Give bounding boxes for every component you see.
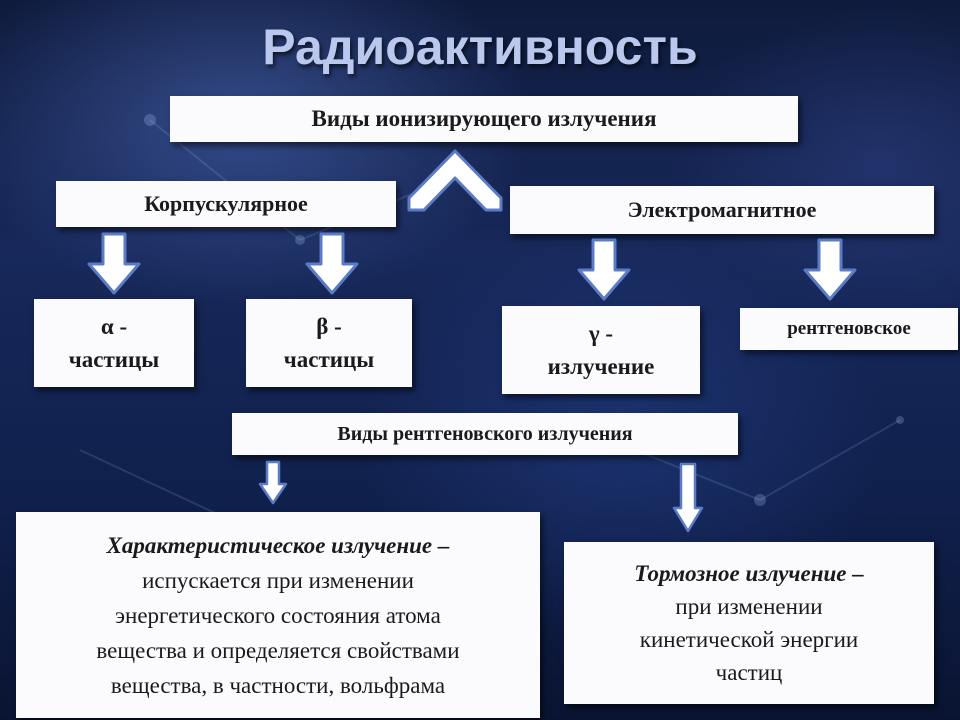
split-arrow-icon bbox=[407, 149, 503, 212]
electromagnetic-box: Электромагнитное bbox=[510, 186, 934, 234]
xray-types-box: Виды рентгеновского излучения bbox=[232, 413, 738, 455]
down-arrow-icon bbox=[87, 232, 141, 295]
beta-particles-box: β - частицы bbox=[246, 299, 412, 387]
beta-symbol: β - bbox=[316, 314, 342, 339]
bremsstrahlung-term: Тормозное излучение bbox=[634, 561, 847, 586]
characteristic-line: испускается при изменении bbox=[142, 567, 414, 593]
characteristic-line: энергетического состояния атома bbox=[115, 602, 441, 628]
characteristic-line: вещества, в частности, вольфрама bbox=[110, 672, 446, 698]
bremsstrahlung-box: Тормозное излучение – при изменении кине… bbox=[564, 542, 934, 704]
characteristic-line: вещества и определяется свойствами bbox=[96, 637, 460, 663]
slide-title: Радиоактивность bbox=[262, 19, 698, 75]
down-arrow-icon bbox=[258, 460, 288, 505]
gamma-symbol: γ - bbox=[588, 321, 614, 346]
bremsstrahlung-line: при изменении bbox=[675, 594, 823, 619]
alpha-particles-box: α - частицы bbox=[34, 299, 194, 387]
alpha-symbol: α - bbox=[100, 314, 128, 339]
bremsstrahlung-line: кинетической энергии bbox=[639, 627, 859, 652]
ionizing-radiation-types-box: Виды ионизирующего излучения bbox=[170, 96, 798, 142]
bremsstrahlung-line: частиц bbox=[715, 660, 783, 685]
gamma-label: излучение bbox=[547, 354, 655, 379]
down-arrow-icon bbox=[672, 462, 704, 533]
characteristic-dash: – bbox=[437, 532, 450, 558]
characteristic-term: Характеристическое излучение bbox=[106, 532, 433, 558]
alpha-label: частицы bbox=[68, 347, 160, 372]
xray-box: рентгеновское bbox=[740, 308, 958, 350]
down-arrow-icon bbox=[803, 238, 857, 301]
beta-label: частицы bbox=[283, 347, 375, 372]
gamma-radiation-box: γ - излучение bbox=[502, 306, 700, 394]
down-arrow-icon bbox=[577, 238, 631, 301]
corpuscular-box: Корпускулярное bbox=[56, 181, 396, 227]
down-arrow-icon bbox=[305, 232, 359, 295]
characteristic-radiation-box: Характеристическое излучение – испускает… bbox=[16, 512, 540, 718]
bremsstrahlung-dash: – bbox=[852, 561, 864, 586]
